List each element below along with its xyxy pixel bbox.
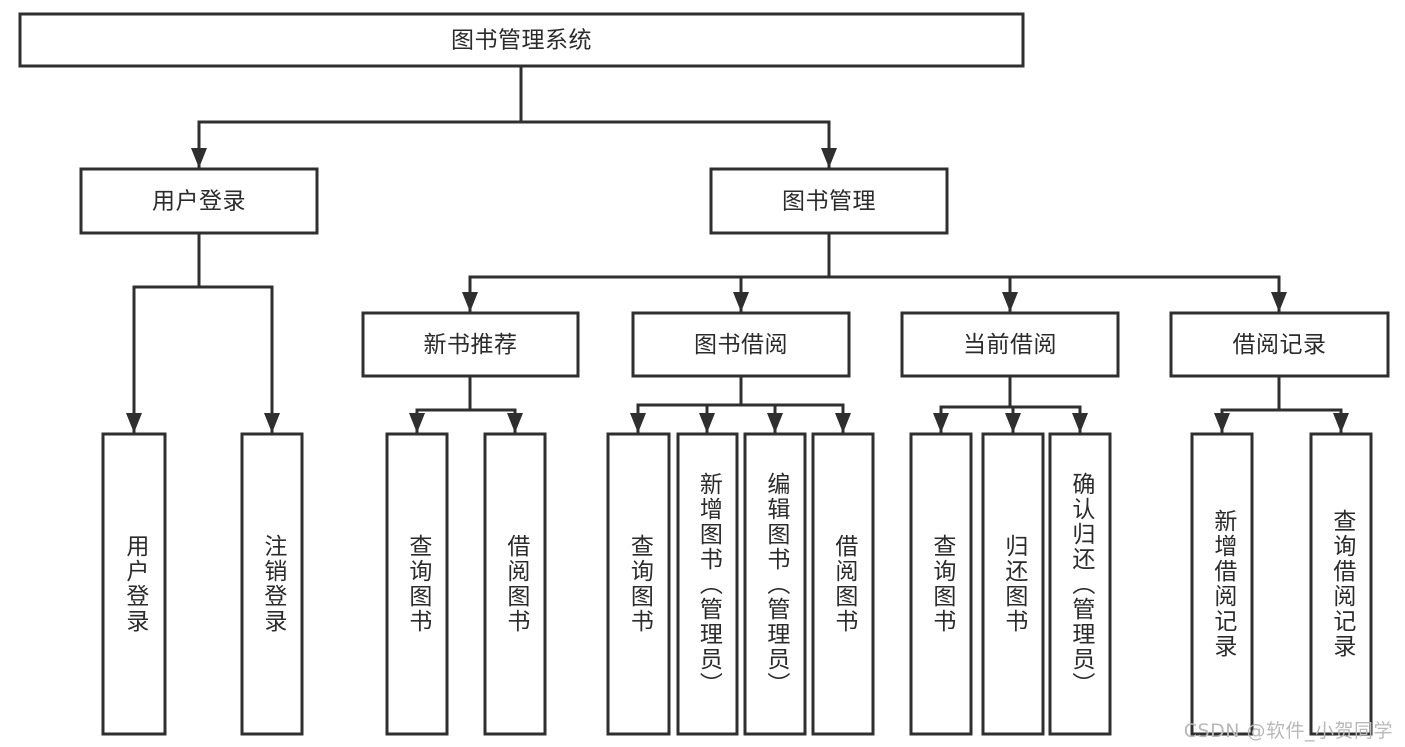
node-box-root[interactable]: [18, 12, 1025, 68]
node-box-leaf-9[interactable]: [981, 432, 1045, 736]
arrow-head-icon: [767, 413, 783, 433]
arrow-head-icon: [264, 413, 280, 433]
node-label-root: 图书管理系统: [451, 28, 592, 54]
node-box-leaf-6[interactable]: [743, 432, 807, 736]
node-label-level3-0: 新书推荐: [424, 332, 518, 358]
boxes-layer: [18, 12, 1390, 736]
node-box-leaf-7[interactable]: [811, 432, 875, 736]
node-box-leaf-0[interactable]: [101, 432, 167, 736]
arrow-head-icon: [191, 148, 207, 168]
node-label-level2-0: 用户登录: [152, 189, 246, 215]
arrow-head-icon: [821, 148, 837, 168]
arrow-head-icon: [1002, 292, 1018, 312]
arrow-head-icon: [835, 413, 851, 433]
node-box-level3-2[interactable]: [900, 311, 1120, 378]
node-box-level3-1[interactable]: [631, 311, 851, 378]
arrow-head-icon: [409, 413, 425, 433]
arrow-head-icon: [1333, 413, 1349, 433]
node-label-level3-2: 当前借阅: [963, 332, 1057, 358]
node-label-level2-1: 图书管理: [782, 189, 876, 215]
connectors-layer: [126, 64, 1349, 434]
node-box-leaf-5[interactable]: [676, 432, 739, 736]
node-box-leaf-3[interactable]: [483, 432, 547, 736]
node-box-leaf-2[interactable]: [385, 432, 449, 736]
node-box-level2-1[interactable]: [709, 167, 949, 235]
arrow-head-icon: [1005, 413, 1021, 433]
node-box-leaf-4[interactable]: [606, 432, 671, 736]
arrow-head-icon: [507, 413, 523, 433]
watermark-text: CSDN @软件_小贺同学: [1183, 720, 1393, 742]
node-box-level3-0[interactable]: [361, 311, 580, 378]
node-box-leaf-10[interactable]: [1048, 432, 1112, 736]
node-box-level3-3[interactable]: [1169, 311, 1390, 378]
arrow-head-icon: [699, 413, 715, 433]
arrow-head-icon: [630, 413, 646, 433]
node-label-level3-1: 图书借阅: [694, 332, 788, 358]
arrow-head-icon: [733, 292, 749, 312]
arrow-head-icon: [462, 292, 478, 312]
arrow-head-icon: [126, 413, 142, 433]
arrow-head-icon: [933, 413, 949, 433]
arrow-head-icon: [1214, 413, 1230, 433]
arrow-head-icon: [1072, 413, 1088, 433]
arrow-head-icon: [1271, 292, 1287, 312]
node-box-leaf-11[interactable]: [1190, 432, 1254, 736]
node-box-leaf-12[interactable]: [1309, 432, 1373, 736]
node-box-leaf-8[interactable]: [909, 432, 973, 736]
node-box-level2-0[interactable]: [79, 167, 319, 235]
node-box-leaf-1[interactable]: [240, 432, 304, 736]
node-label-level3-3: 借阅记录: [1233, 332, 1327, 358]
